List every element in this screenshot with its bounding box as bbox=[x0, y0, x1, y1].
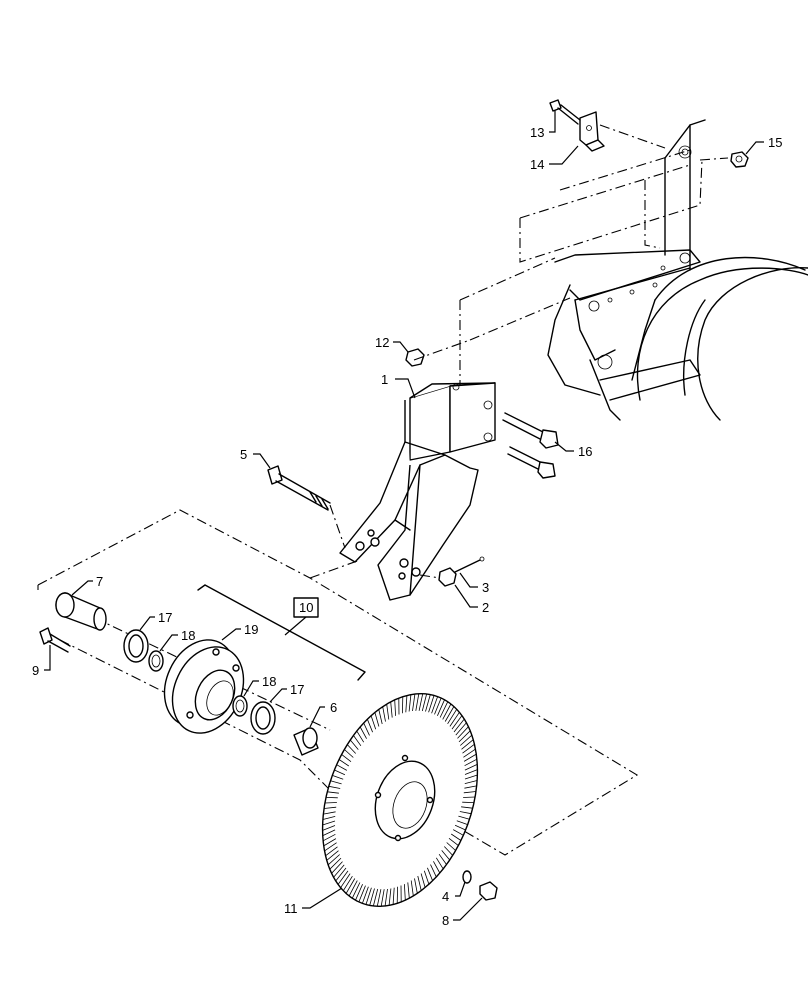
callout-7: 7 bbox=[96, 574, 103, 589]
nut-part-12 bbox=[405, 348, 425, 367]
nut-part-15 bbox=[730, 151, 749, 168]
bolt-part-13 bbox=[549, 99, 581, 125]
coulter-disc-part-11 bbox=[321, 693, 479, 907]
nut-part-8 bbox=[479, 881, 498, 901]
callout-16: 16 bbox=[578, 444, 592, 459]
seal-part-17-right bbox=[250, 701, 276, 735]
callout-15: 15 bbox=[768, 135, 782, 150]
callout-8: 8 bbox=[442, 913, 449, 928]
bolt-part-9 bbox=[39, 627, 71, 653]
disc-serrations bbox=[322, 693, 478, 907]
bracket-part-1 bbox=[339, 382, 496, 601]
callout-17-left: 17 bbox=[158, 610, 172, 625]
nut-part-2 bbox=[438, 556, 485, 587]
callout-14: 14 bbox=[530, 157, 544, 172]
callout-17-right: 17 bbox=[290, 682, 304, 697]
callout-12: 12 bbox=[375, 335, 389, 350]
bearing-part-18-left bbox=[148, 650, 164, 672]
frame-assembly bbox=[519, 99, 808, 421]
callout-11: 11 bbox=[284, 901, 298, 916]
callout-13: 13 bbox=[530, 125, 544, 140]
bolt-part-16 bbox=[502, 412, 559, 479]
spacer-part-6 bbox=[293, 727, 319, 756]
callout-10: 10 bbox=[299, 600, 313, 615]
callout-3: 3 bbox=[482, 580, 489, 595]
callout-6: 6 bbox=[330, 700, 337, 715]
callout-labels: 1 2 3 4 5 6 7 8 9 10 11 12 bbox=[32, 110, 782, 928]
callout-4: 4 bbox=[442, 889, 449, 904]
callout-19: 19 bbox=[244, 622, 258, 637]
hub-part-19 bbox=[163, 639, 245, 734]
washer-part-4 bbox=[462, 870, 472, 884]
callout-1: 1 bbox=[381, 372, 388, 387]
callout-5: 5 bbox=[240, 447, 247, 462]
bolt-part-5 bbox=[267, 465, 331, 511]
seal-part-17-left bbox=[123, 629, 149, 663]
bracket-part-14 bbox=[579, 111, 605, 152]
callout-2: 2 bbox=[482, 600, 489, 615]
callout-9: 9 bbox=[32, 663, 39, 678]
callout-18-right: 18 bbox=[262, 674, 276, 689]
spacer-part-7 bbox=[55, 592, 107, 631]
bearing-part-18-right bbox=[232, 695, 248, 717]
callout-18-left: 18 bbox=[181, 628, 195, 643]
